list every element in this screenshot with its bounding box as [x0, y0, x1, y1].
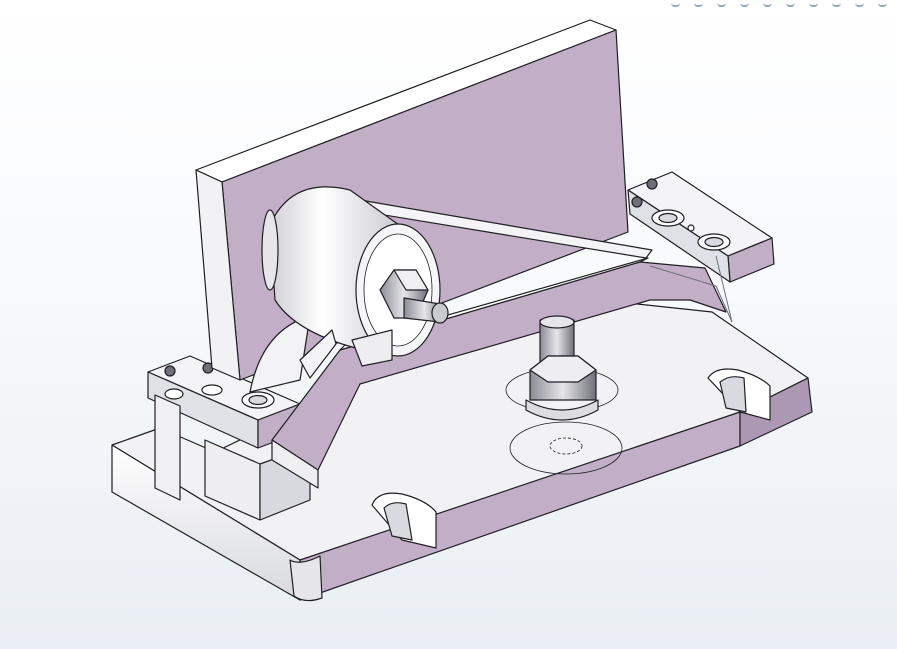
sketch-line — [649, 255, 733, 323]
piston-nut[interactable] — [379, 269, 449, 324]
apply-scene-icon[interactable] — [855, 0, 864, 7]
heads-up-view-toolbar[interactable] — [671, 0, 887, 8]
hide-show-icon[interactable] — [809, 0, 818, 7]
previous-view-icon[interactable] — [717, 0, 726, 7]
section-view-icon[interactable] — [740, 0, 749, 7]
right-clamp-block[interactable] — [627, 171, 775, 283]
zoom-to-fit-icon[interactable] — [671, 0, 680, 7]
locating-pin[interactable] — [505, 315, 623, 475]
zoom-area-icon[interactable] — [694, 0, 703, 7]
view-orientation-icon[interactable] — [763, 0, 772, 7]
display-style-icon[interactable] — [786, 0, 795, 7]
view-settings-icon[interactable] — [878, 0, 887, 7]
left-clamp-block[interactable] — [147, 355, 311, 521]
edit-appearance-icon[interactable] — [832, 0, 841, 7]
